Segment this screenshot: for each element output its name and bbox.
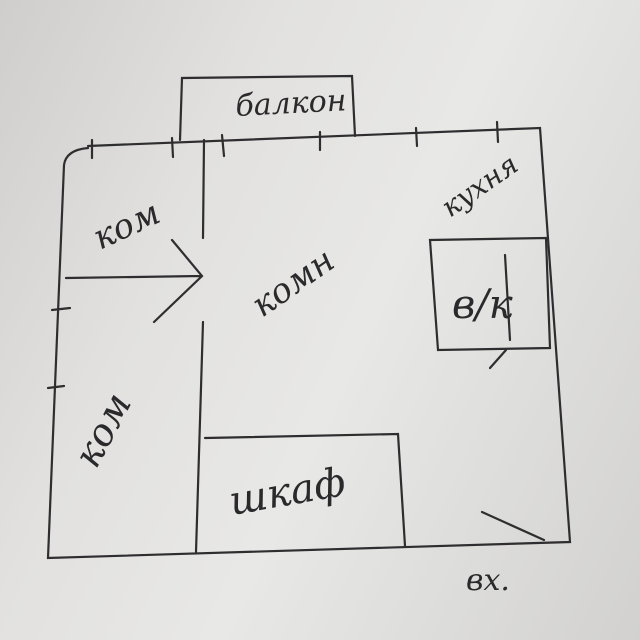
label-room-top-left: ком — [87, 193, 166, 258]
label-room-center: комн — [244, 240, 342, 325]
label-wardrobe: шкаф — [226, 459, 349, 525]
label-kitchen: кухня — [435, 148, 524, 224]
label-entrance: вх. — [466, 563, 510, 598]
label-balcony: балкон — [235, 83, 348, 124]
wardrobe-outline — [203, 432, 407, 548]
bathroom-outline — [428, 236, 552, 352]
window-ticks — [46, 120, 500, 390]
balcony-outline — [178, 74, 357, 142]
arrow-icon — [64, 238, 204, 324]
label-room-bottom-left: ком — [65, 386, 140, 475]
outer-wall — [46, 126, 572, 560]
label-bathroom: в/к — [452, 282, 513, 328]
partition-wall-bottom — [194, 320, 205, 554]
entrance-door — [480, 510, 546, 542]
partition-wall-top — [201, 138, 206, 240]
